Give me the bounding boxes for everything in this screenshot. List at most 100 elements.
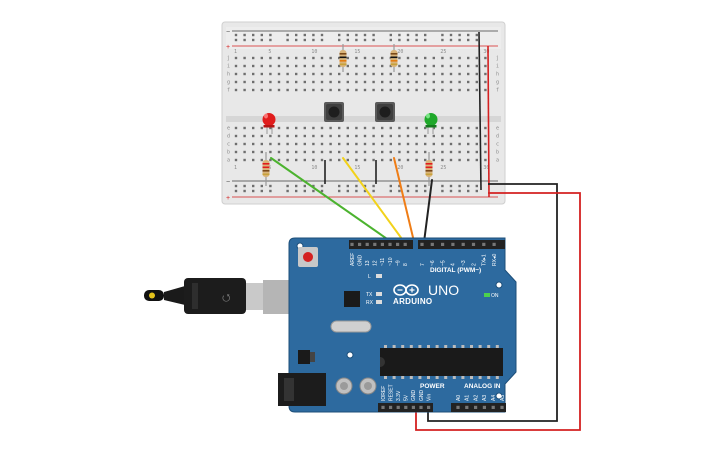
- hole: [355, 56, 358, 60]
- hole: [381, 80, 384, 84]
- wire-yellow[interactable]: [342, 157, 411, 251]
- hole: [329, 88, 332, 92]
- header-pin: [482, 405, 486, 409]
- hole: [303, 88, 306, 92]
- hole: [320, 189, 324, 193]
- hole: [372, 64, 375, 68]
- hole: [389, 38, 392, 42]
- hole: [260, 33, 263, 37]
- hole: [441, 88, 444, 92]
- hole: [312, 189, 315, 193]
- resistor-top-left[interactable]: [339, 44, 347, 72]
- hole: [338, 184, 341, 188]
- chip-pin: [427, 376, 430, 379]
- hole: [389, 142, 392, 146]
- led-red[interactable]: [262, 113, 276, 134]
- hole: [363, 72, 367, 76]
- chip-pin: [495, 376, 499, 379]
- column-number: 30: [483, 165, 489, 171]
- chip-pin: [435, 376, 439, 379]
- wire-5v[interactable]: [415, 192, 581, 431]
- resistor-bottom-left[interactable]: [262, 152, 270, 186]
- digital-pin-label: ~10: [388, 257, 394, 266]
- hole: [398, 150, 401, 154]
- digital-pin-label: ~5: [440, 260, 446, 266]
- led-green[interactable]: [424, 113, 438, 134]
- hole: [329, 150, 332, 154]
- hole: [329, 158, 332, 162]
- hole: [449, 56, 453, 60]
- hole: [303, 158, 306, 162]
- hole: [389, 158, 392, 162]
- hole: [286, 184, 289, 188]
- hole: [355, 80, 358, 84]
- resistor-top-right[interactable]: [390, 44, 398, 72]
- hole: [475, 158, 478, 162]
- hole: [286, 150, 289, 154]
- pushbutton-left[interactable]: [324, 102, 344, 122]
- hole: [484, 150, 487, 154]
- hole: [449, 72, 453, 76]
- wire-orange[interactable]: [393, 157, 417, 251]
- hole: [312, 184, 315, 188]
- hole: [252, 80, 255, 84]
- hole: [269, 72, 272, 76]
- hole: [449, 38, 453, 42]
- hole: [346, 126, 349, 130]
- resistor-bottom-right[interactable]: [425, 152, 433, 186]
- hole: [424, 72, 427, 76]
- hole: [243, 88, 246, 92]
- hole: [398, 64, 401, 68]
- hole: [312, 64, 315, 68]
- wire-ground[interactable]: [427, 183, 558, 422]
- hole: [389, 80, 392, 84]
- power-pin-label: GND: [411, 390, 417, 402]
- header-pin: [461, 242, 465, 246]
- hole: [320, 184, 324, 188]
- wire-green[interactable]: [270, 157, 404, 251]
- hole: [381, 158, 384, 162]
- hole: [406, 38, 410, 42]
- hole: [346, 72, 349, 76]
- chip-pin: [418, 345, 422, 348]
- hole: [338, 72, 341, 76]
- rail-bridge-red[interactable]: [487, 45, 490, 198]
- hole: [363, 142, 367, 146]
- hole: [484, 72, 487, 76]
- header-pin: [430, 242, 434, 246]
- hole: [467, 134, 470, 138]
- hole: [260, 126, 263, 130]
- hole: [234, 33, 238, 37]
- hole: [338, 189, 341, 193]
- hole: [295, 158, 298, 162]
- hole: [372, 184, 375, 188]
- header-pin: [491, 405, 495, 409]
- hole: [269, 64, 272, 68]
- pushbutton-right[interactable]: [375, 102, 395, 122]
- header-pin: [389, 405, 393, 409]
- hole: [312, 33, 315, 37]
- hole: [252, 38, 255, 42]
- hole: [424, 150, 427, 154]
- rail-bridge-black[interactable]: [478, 31, 482, 191]
- row-letter: e: [496, 126, 499, 132]
- breadboard-center-groove: [226, 116, 501, 122]
- hole: [432, 134, 435, 138]
- hole: [355, 142, 358, 146]
- power-pin-label: GND: [419, 390, 425, 402]
- hole: [277, 80, 281, 84]
- row-letter: d: [227, 134, 230, 140]
- hole: [320, 134, 324, 138]
- hole: [320, 33, 324, 37]
- hole: [355, 158, 358, 162]
- hole: [346, 134, 349, 138]
- hole: [398, 189, 401, 193]
- usb-cable[interactable]: ⭯: [144, 278, 308, 314]
- hole: [372, 80, 375, 84]
- hole: [295, 88, 298, 92]
- hole: [277, 126, 281, 130]
- row-letter: f: [227, 88, 230, 94]
- hole: [303, 80, 306, 84]
